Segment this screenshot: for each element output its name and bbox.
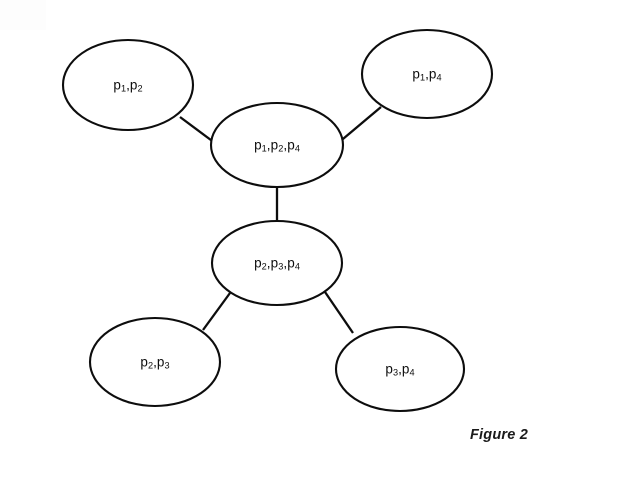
edge-n2-n3	[336, 106, 382, 145]
edge-n4-n6	[324, 291, 354, 334]
node-ellipse-n1[interactable]	[61, 38, 195, 132]
node-ellipse-n5[interactable]	[88, 316, 222, 408]
node-ellipse-n6[interactable]	[334, 325, 466, 413]
nodes-group	[61, 28, 494, 413]
node-ellipse-n3[interactable]	[360, 28, 494, 120]
edge-n4-n5	[202, 292, 231, 331]
corner-artifact	[0, 0, 46, 30]
figure-caption: Figure 2	[470, 427, 528, 443]
node-ellipse-n4[interactable]	[210, 219, 344, 307]
node-ellipse-n2[interactable]	[209, 101, 345, 189]
